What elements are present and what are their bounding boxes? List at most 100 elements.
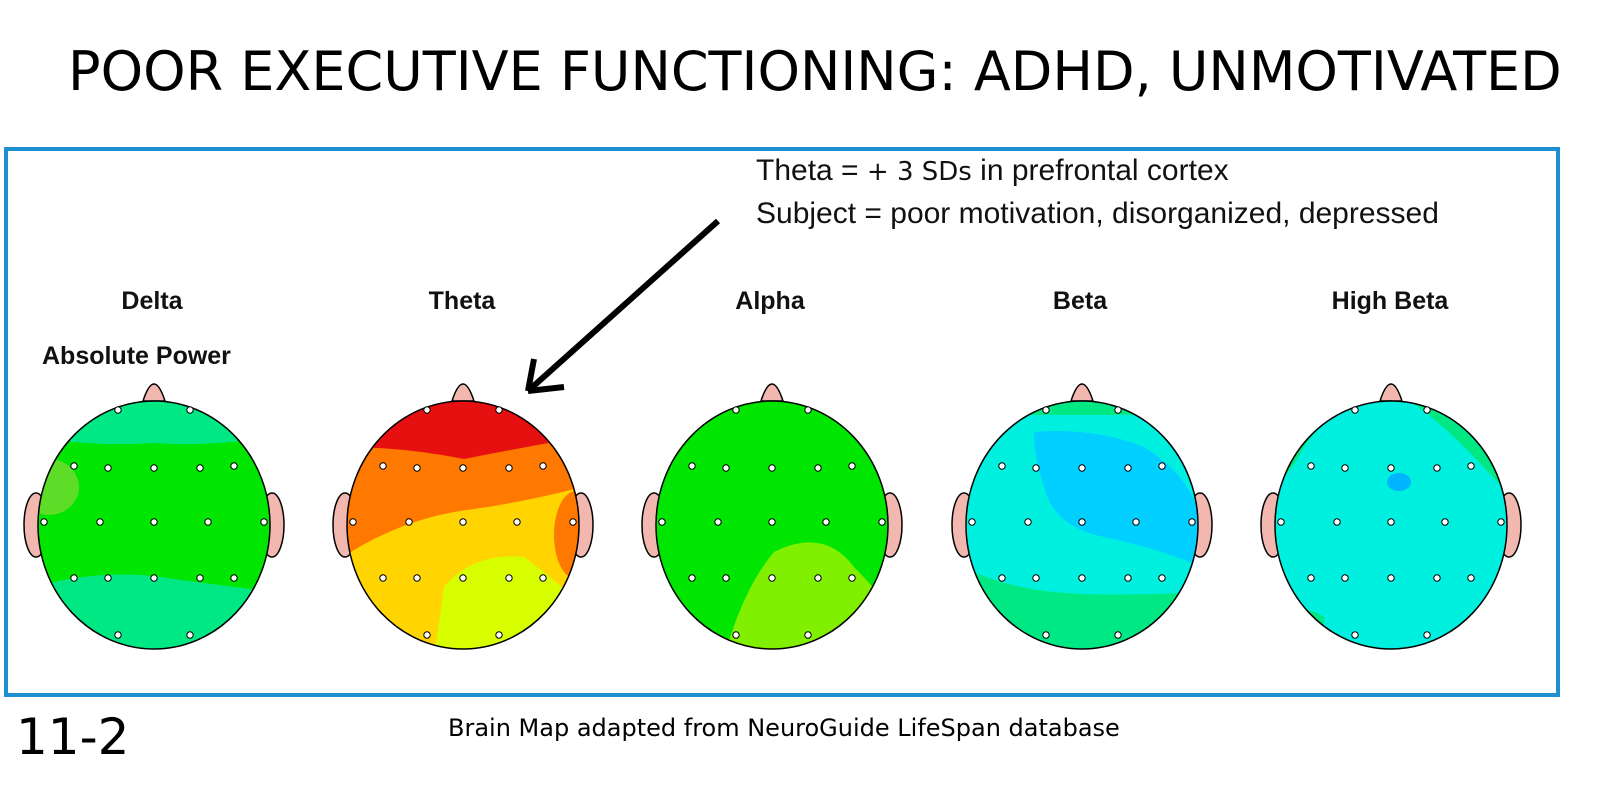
arrow-to-prefrontal bbox=[525, 218, 721, 394]
electrode-dot bbox=[1423, 406, 1431, 414]
nose bbox=[759, 383, 785, 402]
electrode-dot bbox=[1114, 631, 1122, 639]
electrode-dot bbox=[1124, 574, 1132, 582]
electrode-dot bbox=[70, 462, 78, 470]
electrode-dot bbox=[114, 406, 122, 414]
electrode-dot bbox=[459, 464, 467, 472]
electrode-dot bbox=[998, 462, 1006, 470]
electrode-dot bbox=[539, 462, 547, 470]
electrode-dot bbox=[539, 574, 547, 582]
electrode-dot bbox=[459, 518, 467, 526]
electrode-dot bbox=[814, 574, 822, 582]
electrode-dot bbox=[423, 406, 431, 414]
electrode-dot bbox=[848, 462, 856, 470]
electrode-dot bbox=[1433, 464, 1441, 472]
electrode-dot bbox=[495, 406, 503, 414]
electrode-dot bbox=[1078, 464, 1086, 472]
electrode-dot bbox=[768, 464, 776, 472]
annotation-prefix: Theta = bbox=[756, 154, 867, 187]
electrode-dot bbox=[732, 631, 740, 639]
electrode-dot bbox=[1042, 406, 1050, 414]
electrode-dot bbox=[379, 574, 387, 582]
electrode-dot bbox=[1024, 518, 1032, 526]
electrode-dot bbox=[1132, 518, 1140, 526]
electrode-dot bbox=[1387, 518, 1395, 526]
electrode-dot bbox=[379, 462, 387, 470]
electrode-dot bbox=[349, 518, 357, 526]
annotation-line-1: Theta = + 3 SDs in prefrontal cortex bbox=[756, 150, 1439, 193]
electrode-dot bbox=[688, 462, 696, 470]
electrode-dot bbox=[732, 406, 740, 414]
electrode-dot bbox=[768, 574, 776, 582]
electrode-dot bbox=[459, 574, 467, 582]
electrode-dot bbox=[1114, 406, 1122, 414]
electrode-dot bbox=[1078, 518, 1086, 526]
electrode-dot bbox=[104, 464, 112, 472]
electrode-dot bbox=[768, 518, 776, 526]
electrode-dot bbox=[998, 574, 1006, 582]
electrode-dot bbox=[1351, 406, 1359, 414]
electrode-dot bbox=[423, 631, 431, 639]
electrode-dot bbox=[413, 574, 421, 582]
brain-map-figure bbox=[23, 218, 1522, 650]
electrode-dot bbox=[505, 574, 513, 582]
electrode-dot bbox=[1307, 574, 1315, 582]
electrode-dot bbox=[1467, 574, 1475, 582]
electrode-dot bbox=[1158, 574, 1166, 582]
electrode-dot bbox=[1441, 518, 1449, 526]
slide-title: POOR EXECUTIVE FUNCTIONING: ADHD, UNMOTI… bbox=[68, 40, 1562, 103]
electrode-dot bbox=[1467, 462, 1475, 470]
electrode-markers bbox=[40, 406, 1505, 639]
annotation-value: + 3 SDs bbox=[866, 157, 972, 187]
electrode-dot bbox=[1188, 518, 1196, 526]
electrode-dot bbox=[878, 518, 886, 526]
electrode-dot bbox=[722, 574, 730, 582]
electrode-dot bbox=[1333, 518, 1341, 526]
electrode-dot bbox=[1277, 518, 1285, 526]
electrode-dot bbox=[968, 518, 976, 526]
nose bbox=[1378, 383, 1404, 402]
electrode-dot bbox=[96, 518, 104, 526]
electrode-dot bbox=[804, 406, 812, 414]
electrode-dot bbox=[1032, 464, 1040, 472]
electrode-dot bbox=[196, 574, 204, 582]
electrode-dot bbox=[104, 574, 112, 582]
electrode-dot bbox=[260, 518, 268, 526]
band-label-beta: Beta bbox=[1052, 287, 1108, 315]
electrode-dot bbox=[150, 464, 158, 472]
electrode-dot bbox=[848, 574, 856, 582]
band-label-theta: Theta bbox=[428, 287, 496, 315]
annotation-line-2: Subject = poor motivation, disorganized,… bbox=[756, 197, 1439, 230]
measure-label: Absolute Power bbox=[42, 342, 231, 370]
band-label-high-beta: High Beta bbox=[1331, 287, 1449, 315]
electrode-dot bbox=[658, 518, 666, 526]
electrode-dot bbox=[1387, 574, 1395, 582]
brain-map-panel bbox=[4, 147, 1560, 697]
nose bbox=[1069, 383, 1095, 402]
annotation-suffix: in prefrontal cortex bbox=[971, 154, 1229, 187]
electrode-dot bbox=[186, 631, 194, 639]
electrode-dot bbox=[413, 464, 421, 472]
electrode-dot bbox=[822, 518, 830, 526]
electrode-dot bbox=[688, 574, 696, 582]
electrode-dot bbox=[230, 574, 238, 582]
nose bbox=[450, 383, 476, 402]
electrode-dot bbox=[1423, 631, 1431, 639]
electrode-dot bbox=[1042, 631, 1050, 639]
electrode-dot bbox=[1124, 464, 1132, 472]
electrode-dot bbox=[1433, 574, 1441, 582]
electrode-dot bbox=[204, 518, 212, 526]
electrode-dot bbox=[196, 464, 204, 472]
band-label-delta: Delta bbox=[121, 287, 183, 315]
electrode-dot bbox=[150, 518, 158, 526]
electrode-dot bbox=[1497, 518, 1505, 526]
electrode-dot bbox=[1341, 574, 1349, 582]
electrode-dot bbox=[40, 518, 48, 526]
slide-number: 11-2 bbox=[16, 708, 130, 766]
electrode-dot bbox=[150, 574, 158, 582]
source-caption: Brain Map adapted from NeuroGuide LifeSp… bbox=[448, 714, 1120, 742]
electrode-dot bbox=[804, 631, 812, 639]
annotation-text: Theta = + 3 SDs in prefrontal cortex Sub… bbox=[756, 150, 1439, 234]
electrode-dot bbox=[722, 464, 730, 472]
electrode-dot bbox=[405, 518, 413, 526]
